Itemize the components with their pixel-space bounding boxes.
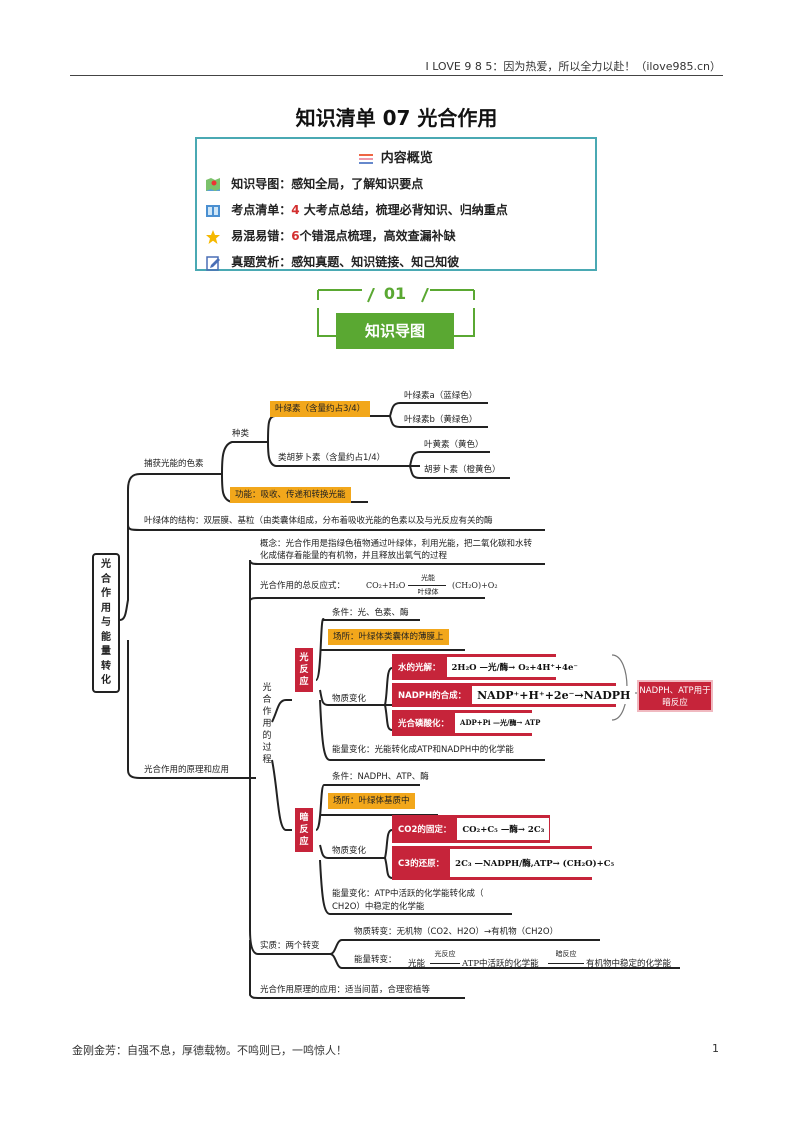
node-co2-fixation: CO2的固定： CO₂+C₅ —酶→ 2C₃ (392, 815, 550, 843)
reaction-formula: NADP⁺+H⁺+2e⁻→NADPH (472, 686, 636, 704)
node-dark-reaction: 暗反应 (295, 808, 313, 852)
edit-icon (205, 255, 221, 271)
row-label: 知识导图： (231, 177, 292, 191)
energy-arrow-2-label: 暗反应 (555, 950, 577, 958)
energy-arrow-1 (430, 963, 460, 964)
row-label: 考点清单： (231, 203, 292, 217)
node-light-energy: 能量变化：光能转化成ATP和NADPH中的化学能 (332, 745, 514, 755)
node-dark-energy-1: 能量变化：ATP中活跃的化学能转化成（ (332, 889, 484, 899)
dark-label: 暗反应 (299, 813, 309, 847)
list-icon (359, 153, 374, 164)
process-label: 光合作用的过程 (262, 683, 272, 765)
page-number: 1 (712, 1042, 719, 1055)
node-light-reaction: 光反应 (295, 648, 313, 692)
node-concept-2: 化成储存着能量的有机物，并且释放出氧气的过程 (260, 551, 448, 561)
node-process: 光合作用的过程 (260, 682, 274, 766)
equation-left: CO₂+H₂O (366, 581, 406, 590)
node-essence: 实质：两个转变 (260, 941, 320, 951)
node-types: 种类 (232, 429, 250, 439)
reaction-formula: CO₂+C₅ —酶→ 2C₃ (457, 818, 550, 840)
footer-motto: 金刚金芳：自强不息，厚德载物。不鸣则已，一鸣惊人！ (72, 1044, 347, 1057)
book-icon (205, 203, 221, 219)
row-text: 感知全局，了解知识要点 (291, 177, 424, 191)
equation-right: (CH₂O)+O₂ (452, 581, 498, 590)
page-header: I LOVE 9 8 5：因为热爱，所以全力以赴！（ilove985.cn） (425, 60, 721, 73)
node-light-matter: 物质变化 (332, 694, 367, 704)
energy-atp: ATP中活跃的化学能 (462, 959, 539, 969)
reaction-formula: ADP+Pi —光/酶→ ATP (455, 713, 546, 733)
light-label: 光反应 (299, 653, 309, 687)
reaction-label: 水的光解： (398, 663, 441, 673)
equation-arrow (408, 585, 446, 586)
node-pigment-function: 功能：吸收、传递和转换光能 (230, 487, 351, 503)
root-label: 光合作用与能量转化 (101, 559, 111, 686)
node-light-conditions: 条件：光、色素、酶 (332, 608, 409, 618)
node-energy-change: 能量转变： (354, 955, 397, 965)
node-photophosphorylation: 光合磷酸化： ADP+Pi —光/酶→ ATP (392, 710, 546, 736)
node-chlorophyll: 叶绿素（含量约占3/4） (270, 401, 371, 417)
section-number: 01 (383, 284, 407, 303)
overview-row-mindmap: 知识导图：感知全局，了解知识要点 (205, 175, 423, 193)
row-num: 4 (291, 203, 300, 217)
map-icon (205, 177, 221, 193)
row-text: 个错混点梳理，高效查漏补缺 (299, 229, 456, 243)
mindmap-root: 光合作用与能量转化 (92, 553, 120, 693)
energy-organic: 有机物中稳定的化学能 (586, 959, 672, 969)
overview-heading-text: 内容概览 (380, 151, 433, 166)
energy-arrow-1-label: 光反应 (434, 950, 456, 958)
row-num: 6 (291, 229, 300, 243)
row-label: 真题赏析： (231, 255, 292, 269)
node-dark-place: 场所：叶绿体基质中 (328, 793, 415, 809)
row-label: 易混易错： (231, 229, 292, 243)
energy-light: 光能 (408, 959, 426, 969)
node-dark-energy-2: CH2O）中稳定的化学能 (332, 902, 425, 912)
node-equation-label: 光合作用的总反应式： (260, 581, 346, 591)
row-text: 大考点总结，梳理必背知识、归纳重点 (303, 203, 508, 217)
node-matter-change: 物质转变：无机物（CO2、H2O）→有机物（CH2O） (354, 927, 559, 937)
node-carotenoids: 类胡萝卜素（含量约占1/4） (278, 453, 386, 463)
node-carotene: 胡萝卜素（橙黄色） (424, 465, 501, 475)
node-dark-matter: 物质变化 (332, 846, 367, 856)
star-icon (205, 229, 221, 245)
node-chlorophyll-a: 叶绿素a（蓝绿色） (404, 391, 478, 401)
header-divider (70, 75, 723, 76)
node-light-place: 场所：叶绿体类囊体的薄膜上 (328, 629, 449, 645)
node-concept-1: 概念：光合作用是指绿色植物通过叶绿体，利用光能，把二氧化碳和水转 (260, 539, 533, 549)
page-title: 知识清单 07 光合作用 (295, 106, 498, 130)
equation-top: 光能 (421, 574, 435, 582)
overview-row-checklist: 考点清单：4 大考点总结，梳理必背知识、归纳重点 (205, 201, 508, 219)
row-text: 感知真题、知识链接、知己知彼 (291, 255, 460, 269)
node-xanthophyll: 叶黄素（黄色） (424, 440, 484, 450)
node-water-photolysis: 水的光解： 2H₂O —光/酶→ O₂+4H⁺+4e⁻ (392, 654, 583, 680)
node-application: 光合作用原理的应用：适当间苗，合理密植等 (260, 985, 431, 995)
overview-box: 内容概览 知识导图：感知全局，了解知识要点 考点清单：4 大考点总结，梳理必背知… (195, 137, 597, 271)
section-badge: 知识导图 (336, 313, 454, 349)
reaction-label: CO2的固定： (398, 825, 452, 835)
node-nadph-synthesis: NADPH的合成： NADP⁺+H⁺+2e⁻→NADPH (392, 683, 636, 707)
reaction-label: C3的还原： (398, 859, 445, 869)
node-c3-reduction: C3的还原： 2C₃ —NADPH/酶,ATP→ (CH₂O)+C₅ (392, 846, 620, 880)
reaction-label: NADPH的合成： (398, 691, 467, 701)
overview-heading: 内容概览 (197, 147, 595, 166)
node-pigments: 捕获光能的色素 (144, 459, 204, 469)
node-principles: 光合作用的原理和应用 (144, 765, 230, 775)
node-nadph-atp-note: NADPH、ATP用于暗反应 (637, 680, 713, 712)
energy-arrow-2 (548, 963, 584, 964)
overview-row-exam: 真题赏析：感知真题、知识链接、知己知彼 (205, 253, 459, 271)
reaction-formula: 2H₂O —光/酶→ O₂+4H⁺+4e⁻ (446, 657, 583, 677)
reaction-label: 光合磷酸化： (398, 719, 450, 729)
node-dark-conditions: 条件：NADPH、ATP、酶 (332, 772, 429, 782)
equation-bottom: 叶绿体 (417, 588, 439, 596)
node-chloroplast-structure: 叶绿体的结构：双层膜、基粒（由类囊体组成，分布着吸收光能的色素以及与光反应有关的… (144, 516, 493, 526)
overview-row-mistakes: 易混易错：6个错混点梳理，高效查漏补缺 (205, 227, 456, 245)
node-chlorophyll-b: 叶绿素b（黄绿色） (404, 415, 478, 425)
reaction-formula: 2C₃ —NADPH/酶,ATP→ (CH₂O)+C₅ (450, 849, 620, 877)
